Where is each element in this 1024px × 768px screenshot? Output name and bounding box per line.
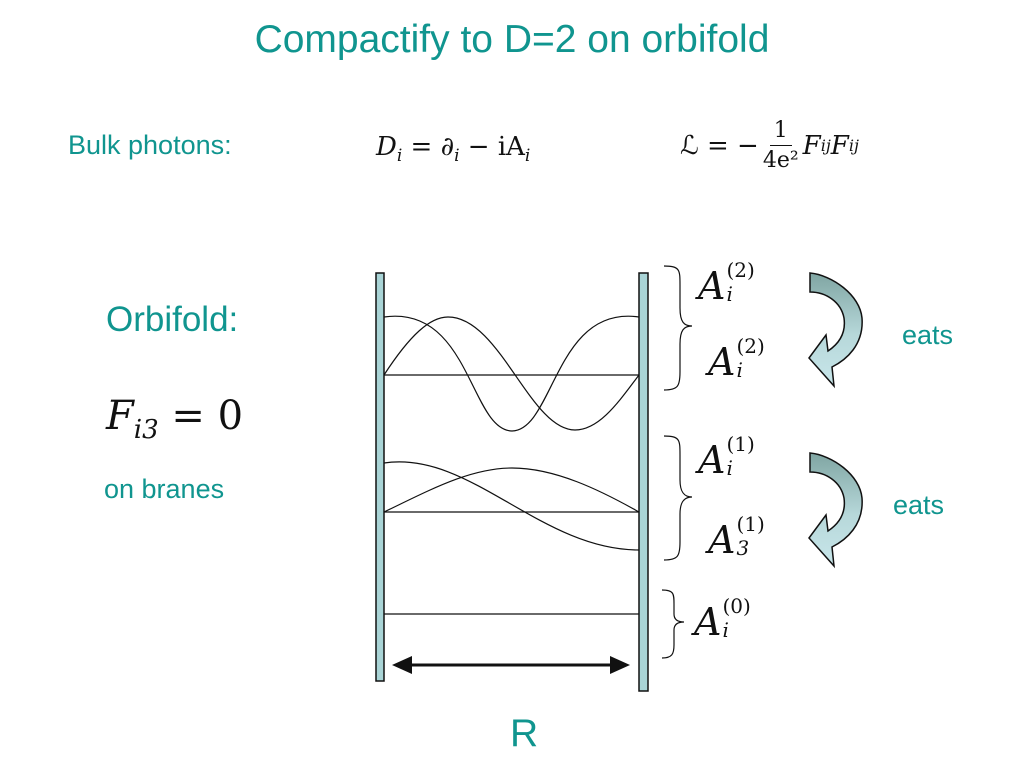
- lagrangian-fraction: 1 4e²: [762, 118, 799, 173]
- on-branes-label: on branes: [104, 474, 225, 504]
- orbifold-label: Orbifold:: [106, 300, 239, 339]
- field-a2-upper: A (2)i: [698, 258, 755, 308]
- eats-label-bottom: eats: [893, 490, 945, 520]
- curved-arrow-top-icon: [808, 272, 863, 389]
- left-brane: [375, 272, 385, 682]
- curved-arrow-bottom-icon: [808, 452, 863, 569]
- brace-level-2: [663, 265, 693, 391]
- eats-label-top: eats: [902, 320, 954, 350]
- bulk-photons-label: Bulk photons:: [68, 130, 232, 160]
- brace-level-0: [661, 589, 685, 659]
- field-a1-upper: A (1)i: [698, 432, 755, 482]
- boundary-condition-equation: Fi3 = 0: [106, 393, 244, 445]
- mode-2-cos-wave: [383, 315, 640, 432]
- mode-2-sin-wave: [383, 316, 640, 431]
- right-brane: [638, 272, 649, 692]
- field-a2-lower: A (2)i: [708, 334, 765, 384]
- mode-1-cos-wave: [383, 461, 640, 551]
- field-a1-lower: A (1)3: [708, 512, 765, 562]
- slide-title: Compactify to D=2 on orbifold: [254, 18, 770, 61]
- mode-1-sin-wave: [383, 467, 640, 513]
- distance-arrow: [392, 656, 630, 674]
- field-a0: A (0)i: [694, 594, 751, 644]
- covariant-derivative-equation: Di = ∂i − iAi: [376, 132, 531, 167]
- brace-level-1: [663, 435, 693, 561]
- distance-label: R: [510, 712, 539, 755]
